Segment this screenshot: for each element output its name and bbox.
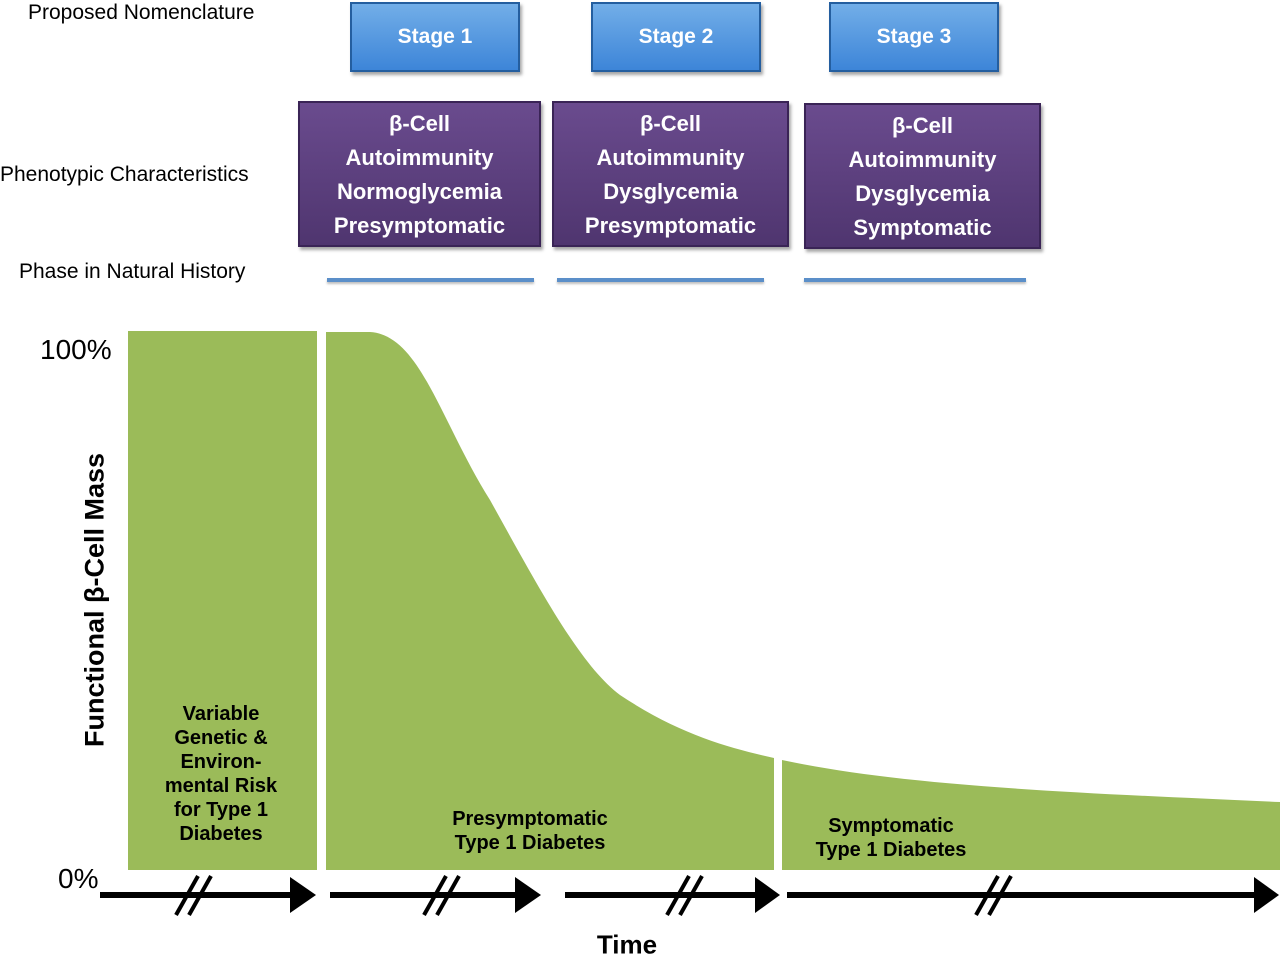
phenotype-1-line-3: Normoglycemia: [336, 179, 503, 204]
time-arrow-1: [100, 875, 316, 916]
risk-label-line-5: for Type 1: [173, 799, 269, 821]
stage-2-box: Stage 2: [591, 2, 761, 72]
phenotype-stage-1-box: β-Cell Autoimmunity Normoglycemia Presym…: [298, 101, 541, 247]
symptomatic-label-line-2: Type 1 Diabetes: [815, 839, 967, 861]
symptomatic-region-label: Symptomatic Type 1 Diabetes: [790, 814, 992, 862]
risk-label-line-3: Environ-: [180, 751, 262, 773]
y-max-label: 100%: [40, 334, 112, 365]
symptomatic-region-area: [782, 760, 1280, 870]
presymptomatic-label-line-2: Type 1 Diabetes: [454, 832, 606, 854]
phenotype-3-line-2: Autoimmunity: [848, 147, 997, 172]
row-label-phenotypic: Phenotypic Characteristics: [0, 163, 249, 186]
time-arrow-3: [565, 875, 780, 916]
risk-label-line-1: Variable: [182, 703, 260, 725]
phenotype-stage-3-box: β-Cell Autoimmunity Dysglycemia Symptoma…: [804, 103, 1041, 249]
row-label-nomenclature: Proposed Nomenclature: [28, 1, 255, 24]
row-label-phase: Phase in Natural History: [19, 260, 246, 283]
phenotype-2-line-2: Autoimmunity: [596, 145, 745, 170]
phenotype-1-line-1: β-Cell: [388, 111, 451, 136]
time-arrow-2: [330, 875, 541, 916]
risk-region-label: Variable Genetic & Environ- mental Risk …: [150, 702, 292, 846]
risk-label-line-6: Diabetes: [179, 823, 263, 845]
y-axis-label: Functional β-Cell Mass: [79, 452, 110, 748]
phenotype-2-line-4: Presymptomatic: [584, 213, 757, 238]
risk-region-area: [128, 331, 317, 870]
phenotype-3-line-4: Symptomatic: [853, 215, 992, 240]
stage-1-box: Stage 1: [350, 2, 520, 72]
phenotype-1-line-4: Presymptomatic: [333, 213, 506, 238]
phenotype-3-line-3: Dysglycemia: [855, 181, 990, 206]
risk-label-line-4: mental Risk: [164, 775, 278, 797]
presymptomatic-region-label: Presymptomatic Type 1 Diabetes: [420, 807, 640, 855]
phase-line-stage-2: [557, 278, 764, 282]
phase-line-stage-3: [804, 278, 1026, 282]
time-arrow-4: [787, 875, 1279, 916]
stage-3-box: Stage 3: [829, 2, 999, 72]
presymptomatic-region-area: [326, 332, 774, 870]
phase-line-stage-1: [327, 278, 534, 282]
phenotype-1-line-2: Autoimmunity: [345, 145, 494, 170]
phenotype-3-line-1: β-Cell: [891, 113, 954, 138]
x-axis-label: Time: [596, 929, 658, 960]
risk-label-line-2: Genetic &: [174, 727, 268, 749]
phenotype-stage-2-box: β-Cell Autoimmunity Dysglycemia Presympt…: [552, 101, 789, 247]
phenotype-2-line-1: β-Cell: [639, 111, 702, 136]
phenotype-2-line-3: Dysglycemia: [603, 179, 738, 204]
y-min-label: 0%: [58, 863, 99, 894]
presymptomatic-label-line-1: Presymptomatic: [452, 808, 608, 830]
symptomatic-label-line-1: Symptomatic: [828, 815, 954, 837]
